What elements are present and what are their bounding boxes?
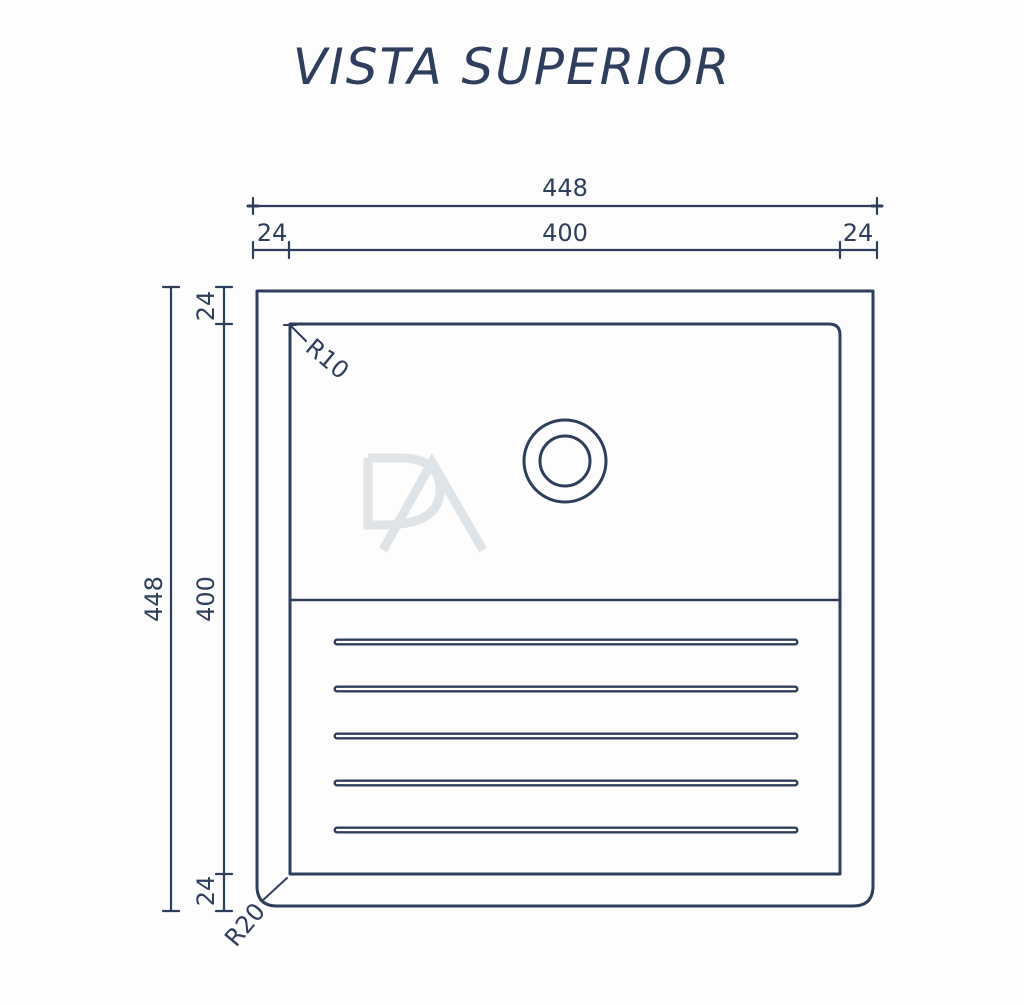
- top-dimension-lines: [246, 196, 884, 260]
- radius-r20-label: R20: [219, 898, 271, 952]
- dim-top-left-margin: 24: [257, 219, 288, 247]
- dim-top-inner: 400: [542, 219, 588, 247]
- sink-outer-outline: [255, 289, 875, 908]
- washboard-grooves: [333, 638, 799, 834]
- dim-left-bottom-margin: 24: [192, 876, 220, 907]
- radius-r20-leader: [261, 877, 288, 902]
- dim-left-top-margin: 24: [192, 291, 220, 322]
- radius-r10-label: R10: [300, 333, 354, 385]
- watermark-logo: [363, 452, 487, 553]
- basin-inner-outline: [288, 322, 842, 876]
- dim-top-total: 448: [542, 174, 588, 202]
- drain-outer-ring: [522, 418, 608, 504]
- dim-top-right-margin: 24: [843, 219, 874, 247]
- radius-r10-leader: [289, 324, 307, 342]
- page-title: VISTA SUPERIOR: [292, 38, 732, 96]
- drain-inner-ring: [538, 434, 592, 488]
- dim-left-total: 448: [140, 576, 168, 622]
- dim-left-inner: 400: [192, 576, 220, 622]
- left-dimension-lines: [161, 285, 234, 913]
